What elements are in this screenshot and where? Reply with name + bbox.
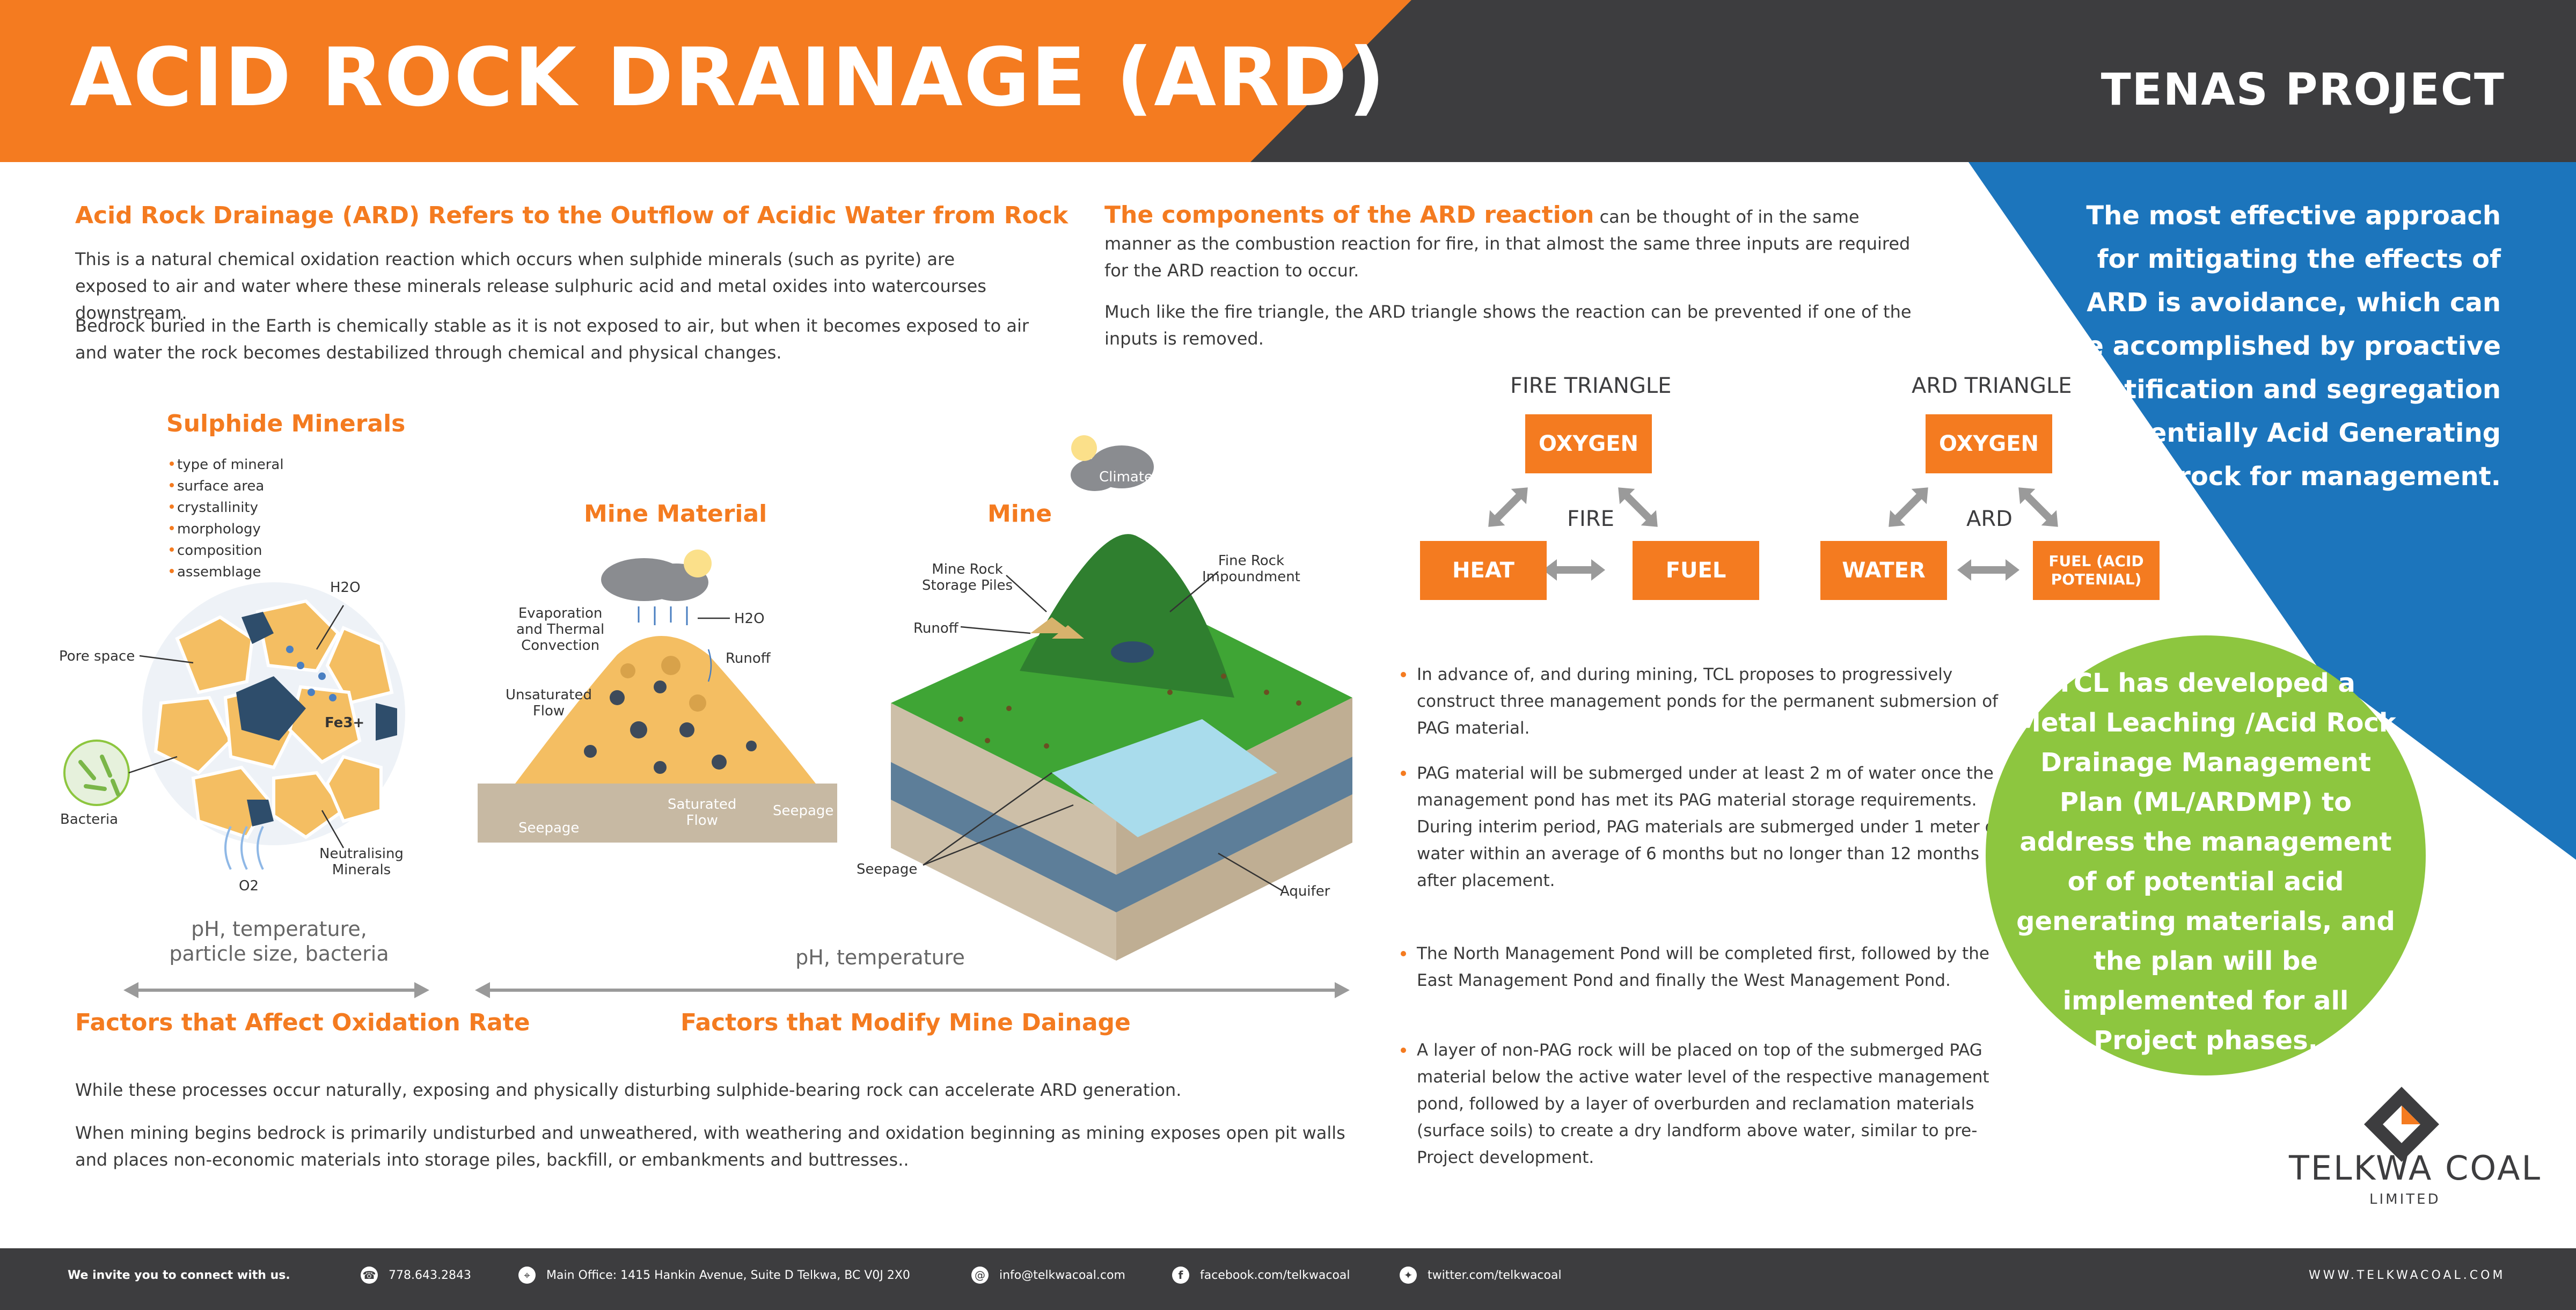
oxidation-factors: pH, temperature, particle size, bacteria [169,917,389,965]
ard-center-label: ARD [1966,507,2012,531]
telkwa-logo-icon [2364,1087,2439,1162]
acid-fuel-box: FUEL (ACID POTENIAL) [2033,541,2160,600]
bacteria-label: Bacteria [60,811,119,828]
list-item: PAG material will be submerged under at … [1401,760,2007,894]
footer-email[interactable]: info@telkwacoal.com [999,1269,1125,1282]
fire-center-label: FIRE [1567,507,1614,531]
triangle-arrows [1488,487,2058,581]
email-icon: @ [971,1267,989,1284]
list-item: The North Management Pond will be comple… [1401,940,2007,994]
mine-material-title: Mine Material [584,500,767,528]
h2o-label: H2O [330,580,361,596]
avoidance-statement: The most effective approach for mitigati… [2061,201,2501,492]
footer-office: Main Office: 1415 Hankin Avenue, Suite D… [546,1269,910,1282]
climate-label: Climate [1099,469,1153,485]
mine-drainage-heading: Factors that Modify Mine Dainage [680,1009,1131,1036]
mm-seepage-right-label: Seepage [773,803,834,819]
ard-components-text: can be thought of in the same manner as … [1104,207,1911,281]
sulphide-factor-list: type of mineral surface area crystallini… [177,454,284,583]
mine-seepage-label: Seepage [857,861,918,877]
list-item: type of mineral [177,457,284,473]
bullet-text: PAG material will be submerged under at … [1417,764,2001,890]
evaporation-label: Evaporation and Thermal Convection [516,605,605,654]
footer-twitter[interactable]: twitter.com/telkwacoal [1428,1269,1562,1282]
neutralising-minerals-label: Neutralising Minerals [319,846,404,878]
bullet-dot [1401,771,1406,776]
list-item: In advance of, and during mining, TCL pr… [1401,661,2007,742]
bullet-dot [1401,1048,1406,1053]
iron-label: Fe3+ [325,715,365,731]
bullet-text: The North Management Pond will be comple… [1417,944,1989,990]
unsaturated-flow-label: Unsaturated Flow [506,687,592,719]
brand-name: TELKWA COAL [2289,1148,2542,1188]
bullet-dot [1401,672,1406,677]
mine-title: Mine [987,500,1052,528]
header-orange-band [0,0,1411,162]
mm-seepage-left-label: Seepage [518,820,580,836]
phone-icon: ☎ [361,1267,378,1284]
intro-paragraph-1: This is a natural chemical oxidation rea… [75,249,986,323]
fire-oxygen-box: OXYGEN [1525,414,1652,473]
bullet-text: In advance of, and during mining, TCL pr… [1417,665,1999,738]
mining-paragraph: When mining begins bedrock is primarily … [75,1123,1345,1170]
list-item: assemblage [177,564,261,580]
intro-paragraph-2: Bedrock buried in the Earth is chemicall… [75,316,1029,363]
oxidation-rate-heading: Factors that Affect Oxidation Rate [75,1009,530,1036]
saturated-flow-label: Saturated Flow [668,796,737,829]
mine-material-illustration [478,550,837,843]
twitter-icon: ✦ [1400,1267,1417,1284]
intro-heading: Acid Rock Drainage (ARD) Refers to the O… [75,202,1069,229]
list-item: crystallinity [177,500,258,516]
sulphide-minerals-title: Sulphide Minerals [166,410,406,437]
processes-paragraph: While these processes occur naturally, e… [75,1080,1182,1100]
mm-h2o-label: H2O [734,611,765,627]
facebook-icon: f [1172,1267,1189,1284]
ard-oxygen-box: OXYGEN [1926,414,2052,473]
triangle-paragraph: Much like the fire triangle, the ARD tri… [1104,302,1912,349]
footer-phone[interactable]: 778.643.2843 [389,1269,471,1282]
location-icon: ⌖ [518,1267,536,1284]
mine-runoff-label: Runoff [913,620,958,636]
ard-components-heading: The components of the ARD reaction [1104,201,1594,229]
green-circle [1986,635,2426,1075]
aquifer-label: Aquifer [1280,883,1330,899]
list-item: morphology [177,521,261,537]
water-box: WATER [1820,541,1947,600]
bullet-dot [1401,951,1406,956]
fine-rock-impoundment-label: Fine Rock Impoundment [1202,553,1300,585]
project-name: TENAS PROJECT [2101,64,2505,115]
footer-bar [0,1248,2576,1310]
ard-components-paragraph: The components of the ARD reaction can b… [1104,202,1926,284]
drainage-factors: pH, temperature [795,946,965,969]
bullet-text: A layer of non-PAG rock will be placed o… [1417,1041,1989,1167]
rock-storage-piles-label: Mine Rock Storage Piles [922,561,1013,594]
fire-fuel-box: FUEL [1633,541,1759,600]
footer-facebook[interactable]: facebook.com/telkwacoal [1200,1269,1350,1282]
mineral-grain-illustration [63,582,405,870]
list-item: A layer of non-PAG rock will be placed o… [1401,1037,2007,1171]
pore-space-label: Pore space [59,648,135,664]
footer-website[interactable]: WWW.TELKWACOAL.COM [2309,1269,2506,1282]
list-item: surface area [177,478,265,494]
mine-block-illustration [891,435,1352,961]
heat-box: HEAT [1420,541,1547,600]
management-plan-statement: TCL has developed a Metal Leaching /Acid… [2015,668,2396,1056]
footer-invite: We invite you to connect with us. [68,1269,290,1282]
fire-triangle-title: FIRE TRIANGLE [1510,374,1672,398]
o2-label: O2 [239,878,259,894]
list-item: composition [177,543,262,559]
brand-subtitle: LIMITED [2369,1191,2441,1207]
ard-triangle-title: ARD TRIANGLE [1912,374,2072,398]
mm-runoff-label: Runoff [726,650,771,667]
page-title: ACID ROCK DRAINAGE (ARD) [70,31,1386,125]
